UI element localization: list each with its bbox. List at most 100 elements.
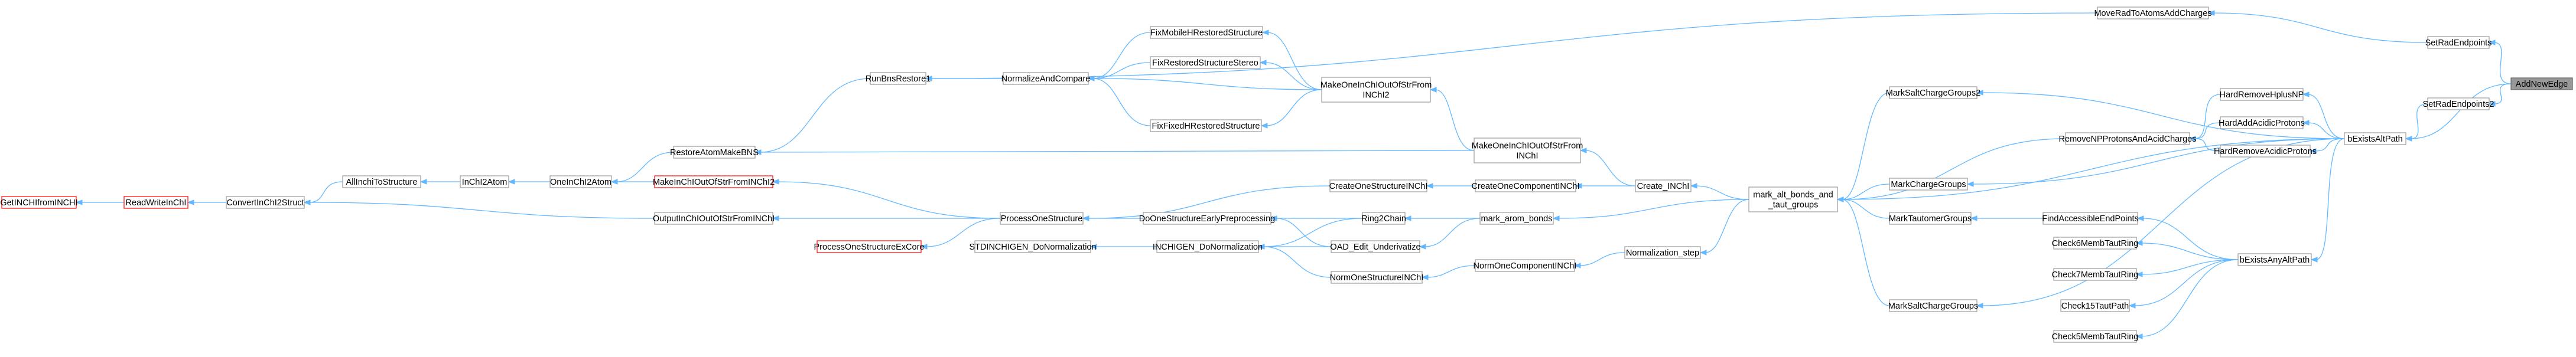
node-label: ProcessOneStructureExCore bbox=[814, 243, 925, 252]
node-fixfixedhrestoredstructure[interactable]: FixFixedHRestoredStructure bbox=[1150, 119, 1262, 132]
node-check6membtautring[interactable]: Check6MembTautRing bbox=[2052, 237, 2139, 250]
node-box bbox=[2053, 268, 2137, 281]
node-box bbox=[2053, 330, 2137, 343]
node-runbnsrestore1[interactable]: RunBnsRestore1 bbox=[866, 72, 931, 85]
node-restoreatommakebns[interactable]: RestoreAtomMakeBNS bbox=[670, 146, 759, 159]
edge-arrowhead bbox=[1404, 215, 1411, 221]
node-normonecomponentinchi[interactable]: NormOneComponentINChI bbox=[1474, 259, 1577, 272]
node-allinchitostructure[interactable]: AllInchiToStructure bbox=[342, 175, 421, 188]
node-box bbox=[1329, 179, 1427, 192]
node-label: mark_alt_bonds_and bbox=[1753, 191, 1833, 200]
edge-oneinchi2atom-to-restoreatommakebns bbox=[616, 152, 674, 182]
edge-arrowhead bbox=[2128, 303, 2136, 309]
node-inchi2atom[interactable]: InChI2Atom bbox=[460, 175, 509, 188]
edge-arrowhead bbox=[1259, 60, 1267, 65]
node-label: STDINCHIGEN_DoNormalization bbox=[969, 243, 1096, 252]
node-marktautomergroups[interactable]: MarkTautomerGroups bbox=[1889, 212, 1972, 225]
edge-inchigen-donormalization-to-ring2chain bbox=[1263, 218, 1363, 247]
node-box bbox=[460, 175, 509, 188]
edge-arrowhead bbox=[1976, 303, 1983, 309]
node-hardaddacidicprotons[interactable]: HardAddAcidicProtons bbox=[2219, 116, 2305, 129]
node-stdinchigen-donormalization[interactable]: STDINCHIGEN_DoNormalization bbox=[969, 240, 1097, 253]
node-box bbox=[1331, 240, 1420, 253]
node-box bbox=[2220, 145, 2311, 158]
edge-arrowhead bbox=[1429, 87, 1437, 93]
node-check7membtautring[interactable]: Check7MembTautRing bbox=[2052, 268, 2139, 281]
node-create-inchi[interactable]: Create_INChI bbox=[1635, 179, 1692, 192]
node-marksaltchargegroups2[interactable]: MarkSaltChargeGroups2 bbox=[1886, 86, 1980, 99]
node-inchigen-donormalization[interactable]: INCHIGEN_DoNormalization bbox=[1153, 240, 1263, 253]
node-fixrestoredstructurestereo[interactable]: FixRestoredStructureStereo bbox=[1150, 56, 1261, 69]
node-setradendpoints2[interactable]: SetRadEndpoints2 bbox=[2423, 97, 2494, 110]
node-processonestructureexcore[interactable]: ProcessOneStructureExCore bbox=[814, 240, 925, 253]
edge-bexistsaltpath-to-setradendpoints2 bbox=[2410, 103, 2428, 139]
edge-arrowhead bbox=[1970, 215, 1977, 221]
edge-mark-alt-bonds-and-taut-groups-to-markchargegroups bbox=[1842, 184, 1890, 200]
node-normalizeandcompare[interactable]: NormalizeAndCompare bbox=[1001, 72, 1091, 85]
node-label: Create_INChI bbox=[1637, 182, 1690, 191]
node-ring2chain[interactable]: Ring2Chain bbox=[1361, 212, 1406, 225]
node-box bbox=[1889, 178, 1968, 191]
node-outputinchioutofstrfrominchi[interactable]: OutputInChIOutOfStrFromINChI bbox=[653, 212, 775, 225]
node-hardremoveacidicprotons[interactable]: HardRemoveAcidicProtons bbox=[2214, 145, 2317, 158]
node-box bbox=[1748, 186, 1838, 212]
edge-arrowhead bbox=[2309, 148, 2317, 154]
node-label: bExistsAltPath bbox=[2347, 135, 2403, 144]
node-marksaltchargegroups[interactable]: MarkSaltChargeGroups bbox=[1888, 299, 1978, 312]
node-box bbox=[1479, 212, 1554, 225]
node-label: _taut_groups bbox=[1768, 201, 1819, 210]
node-removenpprotonsandacidcharges[interactable]: RemoveNPProtonsAndAcidCharges bbox=[2059, 132, 2197, 145]
node-convertinchi2struct[interactable]: ConvertInChI2Struct bbox=[226, 196, 305, 209]
node-findaccessibleendpoints[interactable]: FindAccessibleEndPoints bbox=[2042, 212, 2139, 225]
node-box bbox=[226, 196, 305, 209]
node-normonestructureinchi[interactable]: NormOneStructureINChI bbox=[1330, 271, 1424, 284]
node-label: Ring2Chain bbox=[1361, 214, 1406, 224]
edge-arrowhead bbox=[1966, 181, 1974, 187]
node-doonestructureearlypreprocessing[interactable]: DoOneStructureEarlyPreprocessing bbox=[1139, 212, 1276, 225]
edge-inchigen-donormalization-to-normonestructureinchi bbox=[1263, 246, 1332, 278]
edge-arrowhead bbox=[1087, 76, 1095, 81]
node-check5membtautring[interactable]: Check5MembTautRing bbox=[2052, 330, 2139, 343]
node-label: MarkChargeGroups bbox=[1891, 180, 1966, 189]
node-setradendpoints[interactable]: SetRadEndpoints bbox=[2425, 36, 2492, 49]
node-addnewedge[interactable]: AddNewEdge bbox=[2510, 77, 2573, 90]
node-createonecomponentinchi[interactable]: CreateOneComponentINChI bbox=[1472, 179, 1580, 192]
node-mark-arom-bonds[interactable]: mark_arom_bonds bbox=[1479, 212, 1554, 225]
node-fixmobilehrestoredstructure[interactable]: FixMobileHRestoredStructure bbox=[1150, 26, 1263, 39]
node-label: OAD_Edit_Underivatize bbox=[1330, 243, 1420, 252]
node-oad-edit-underivatize[interactable]: OAD_Edit_Underivatize bbox=[1330, 240, 1421, 253]
node-box bbox=[870, 72, 926, 85]
node-box bbox=[2060, 299, 2130, 312]
edge-mark-alt-bonds-and-taut-groups-to-marktautomergroups bbox=[1842, 199, 1890, 219]
node-moveradtoatomsaddcharges[interactable]: MoveRadToAtomsAddCharges bbox=[2094, 6, 2212, 19]
edge-normalizeandcompare-to-fixrestoredstructurestereo bbox=[1092, 62, 1151, 79]
node-markchargegroups[interactable]: MarkChargeGroups bbox=[1889, 178, 1968, 191]
node-readwriteinchi[interactable]: ReadWriteInChI bbox=[123, 196, 188, 209]
node-bexistsanyaltpath[interactable]: bExistsAnyAltPath bbox=[2237, 253, 2312, 266]
node-box bbox=[673, 146, 756, 159]
node-processonestructure[interactable]: ProcessOneStructure bbox=[1000, 212, 1084, 225]
node-normalization-step[interactable]: Normalization_step bbox=[1624, 246, 1701, 259]
node-getinchifrominchi[interactable]: GetINCHIfromINCHI bbox=[0, 196, 78, 209]
edge-arrowhead bbox=[1836, 196, 1844, 202]
node-bexistsaltpath[interactable]: bExistsAltPath bbox=[2344, 132, 2406, 145]
node-hardremovehplusnp[interactable]: HardRemoveHplusNP bbox=[2220, 88, 2304, 101]
edge-arrowhead bbox=[1426, 183, 1433, 189]
node-label: OneInChI2Atom bbox=[550, 178, 612, 187]
edge-normalizeandcompare-to-makeoneinchioutofstrfrominchi2 bbox=[1092, 78, 1322, 90]
node-box bbox=[1362, 212, 1406, 225]
node-mark-alt-bonds-and-taut-groups[interactable]: mark_alt_bonds_and_taut_groups bbox=[1748, 186, 1838, 212]
node-oneinchi2atom[interactable]: OneInChI2Atom bbox=[549, 175, 612, 188]
edge-arrowhead bbox=[1690, 183, 1697, 189]
node-createonestructureinchi[interactable]: CreateOneStructureINChI bbox=[1329, 179, 1428, 192]
node-check15tautpath[interactable]: Check15TautPath bbox=[2060, 299, 2130, 312]
edge-arrowhead bbox=[2302, 91, 2310, 97]
edge-arrowhead bbox=[1699, 250, 1707, 256]
edge-fixfixedhrestoredstructure-to-makeoneinchioutofstrfrominchi2 bbox=[1266, 89, 1322, 126]
node-makeinchioutofstrfrominchi2[interactable]: MakeInChIOutOfStrFromINChI2 bbox=[653, 175, 775, 188]
edge-arrowhead bbox=[2188, 136, 2196, 142]
node-box bbox=[1156, 240, 1259, 253]
node-box bbox=[1635, 179, 1692, 192]
